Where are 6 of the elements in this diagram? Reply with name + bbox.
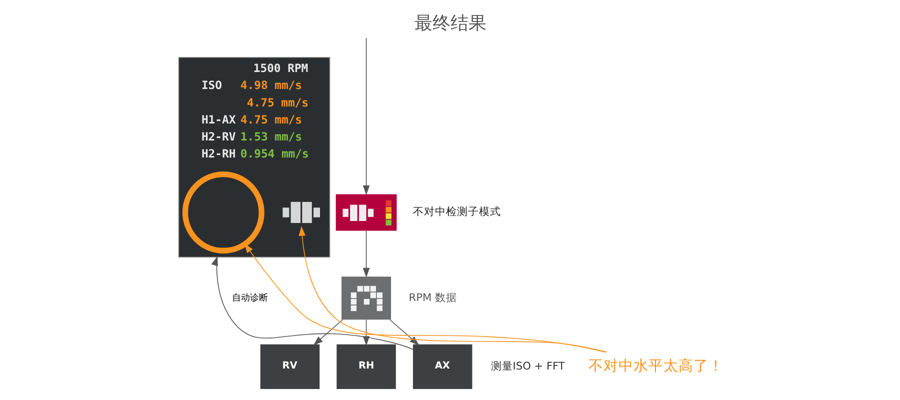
node-text: 不对中水平太高了！ bbox=[588, 357, 724, 374]
diagram-title: 最终结果 bbox=[414, 12, 486, 34]
node-label: RPM 数据 bbox=[408, 292, 456, 304]
node-label: 不对中检测子模式 bbox=[412, 206, 501, 218]
edge-label: 自动诊断 bbox=[232, 293, 268, 304]
node-label: 测量ISO + FFT bbox=[490, 360, 564, 372]
